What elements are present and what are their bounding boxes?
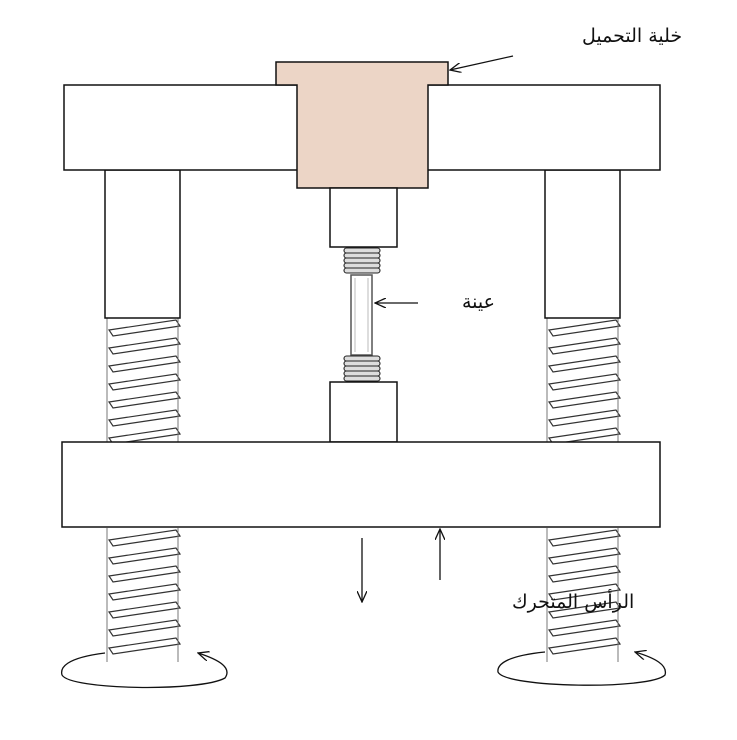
specimen-thread-ring <box>343 252 381 259</box>
specimen-thread-ring <box>343 355 381 362</box>
moving-crosshead-label: الرأس المتحرك <box>512 589 634 613</box>
thread-ridge <box>107 355 182 373</box>
thread-ridge <box>107 409 182 427</box>
lead-screw-threads <box>106 318 622 662</box>
thread-ridge <box>547 637 622 655</box>
thread-ridge <box>107 601 182 619</box>
specimen-thread-ring <box>343 360 381 367</box>
load-cell-pointer <box>450 55 514 70</box>
thread-ridge <box>107 529 182 547</box>
specimen-thread-ring <box>343 257 381 264</box>
moving-crosshead <box>61 441 661 528</box>
specimen-thread-ring <box>343 370 381 377</box>
thread-ridge <box>107 373 182 391</box>
specimen-threads <box>343 247 381 382</box>
specimen-thread-ring <box>343 267 381 274</box>
left-column-upper <box>104 169 181 319</box>
thread-ridge <box>107 547 182 565</box>
thread-ridge <box>547 583 622 601</box>
specimen <box>343 247 381 382</box>
thread-ridge <box>547 547 622 565</box>
specimen-thread-ring <box>343 375 381 382</box>
specimen-thread-ring <box>343 247 381 254</box>
thread-ridge <box>107 565 182 583</box>
thread-ridge <box>547 391 622 409</box>
thread-ridge <box>107 619 182 637</box>
lower-grip <box>329 381 398 443</box>
specimen-shank <box>350 274 373 356</box>
specimen-label: عينة <box>462 291 495 313</box>
thread-ridge <box>107 637 182 655</box>
thread-ridge <box>547 565 622 583</box>
thread-ridge <box>547 337 622 355</box>
upper-grip <box>329 187 398 248</box>
load-cell-label: خلية التحميل <box>582 25 682 47</box>
load-cell <box>275 61 449 189</box>
specimen-thread-ring <box>343 262 381 269</box>
right-column-upper <box>544 169 621 319</box>
right-rotation-arrow-icon <box>497 652 667 686</box>
thread-ridge <box>107 319 182 337</box>
thread-ridge <box>547 529 622 547</box>
thread-ridge <box>107 583 182 601</box>
thread-ridge <box>547 601 622 619</box>
thread-ridge <box>547 619 622 637</box>
thread-ridge <box>107 391 182 409</box>
left-rotation-arrow-icon <box>60 653 228 689</box>
thread-ridge <box>547 319 622 337</box>
thread-ridge <box>547 409 622 427</box>
thread-ridge <box>547 355 622 373</box>
thread-ridge <box>547 373 622 391</box>
thread-ridge <box>107 337 182 355</box>
specimen-thread-ring <box>343 365 381 372</box>
